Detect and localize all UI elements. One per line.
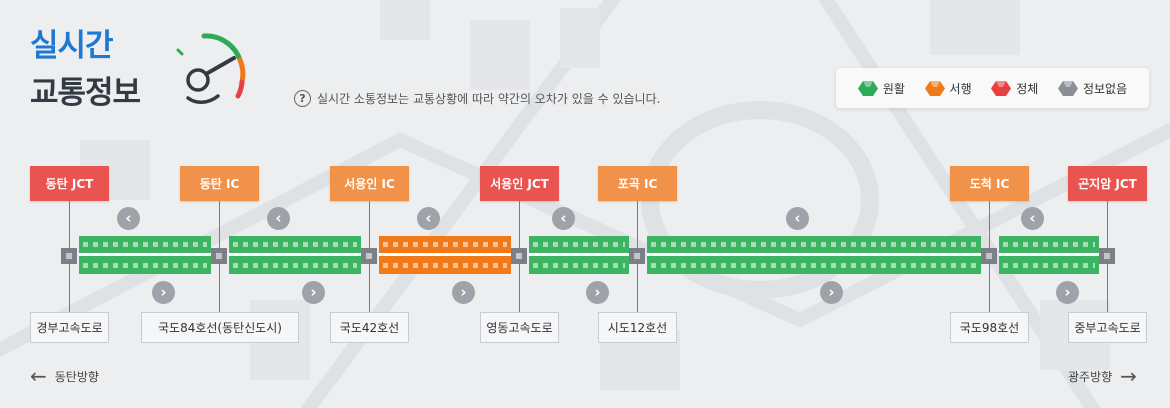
- connected-road-jungbu[interactable]: 중부고속도로: [1068, 312, 1147, 343]
- interchange-gonjiam-jct[interactable]: 곤지암 JCT: [1068, 166, 1147, 201]
- interchange-node: [61, 248, 77, 264]
- legend-congested-icon: [991, 80, 1012, 96]
- chevron-left-icon[interactable]: ‹: [117, 207, 140, 230]
- road-segment-3[interactable]: [379, 236, 511, 274]
- legend-item-smooth: 원활: [857, 80, 905, 97]
- connected-road-route42[interactable]: 국도42호선: [330, 312, 409, 343]
- arrow-right-icon: →: [1120, 364, 1137, 388]
- legend-label: 서행: [949, 81, 972, 96]
- road-segment-2[interactable]: [229, 236, 361, 274]
- chevron-right-icon[interactable]: ›: [586, 281, 609, 304]
- connected-road-route84[interactable]: 국도84호선(동탄신도시): [141, 312, 299, 343]
- legend-label: 정체: [1016, 81, 1039, 96]
- connected-road-yeongdong[interactable]: 영동고속도로: [480, 312, 559, 343]
- interchange-node: [361, 248, 377, 264]
- legend-smooth-icon: [857, 80, 878, 96]
- direction-left: ← 동탄방향: [30, 366, 99, 386]
- legend: 원활 서행 정체 정보없음: [836, 68, 1149, 108]
- interchange-node: [511, 248, 527, 264]
- interchange-node: [211, 248, 227, 264]
- chevron-left-icon[interactable]: ‹: [786, 207, 809, 230]
- connected-road-gyeongbu[interactable]: 경부고속도로: [30, 312, 109, 343]
- chevron-right-icon[interactable]: ›: [1056, 281, 1079, 304]
- road-segment-6[interactable]: [999, 236, 1099, 274]
- direction-left-label: 동탄방향: [54, 369, 99, 384]
- chevron-left-icon[interactable]: ‹: [417, 207, 440, 230]
- interchange-docheok-ic[interactable]: 도척 IC: [950, 166, 1029, 201]
- interchange-dongtan-jct[interactable]: 동탄 JCT: [30, 166, 109, 201]
- chevron-left-icon[interactable]: ‹: [552, 207, 575, 230]
- interchange-dongtan-ic[interactable]: 동탄 IC: [180, 166, 259, 201]
- interchange-node: [981, 248, 997, 264]
- direction-right-label: 광주방향: [1068, 369, 1113, 384]
- chevron-left-icon[interactable]: ‹: [267, 207, 290, 230]
- road-segment-4[interactable]: [529, 236, 629, 274]
- notice-text: ? 실시간 소통정보는 교통상황에 따라 약간의 오차가 있을 수 있습니다.: [294, 88, 660, 108]
- page-title-line2: 교통정보: [30, 75, 141, 111]
- direction-right: 광주방향 →: [1068, 366, 1137, 386]
- chevron-right-icon[interactable]: ›: [152, 281, 175, 304]
- legend-item-congested: 정체: [991, 80, 1038, 97]
- legend-slow-icon: [924, 80, 945, 96]
- interchange-pogok-ic[interactable]: 포곡 IC: [598, 166, 677, 201]
- chevron-right-icon[interactable]: ›: [820, 281, 843, 304]
- connected-road-route98[interactable]: 국도98호선: [950, 312, 1029, 343]
- page-title-line1: 실시간: [30, 28, 114, 64]
- connected-road-city12[interactable]: 시도12호선: [598, 312, 677, 343]
- legend-label: 원활: [882, 81, 905, 96]
- legend-label: 정보없음: [1082, 81, 1128, 96]
- interchange-seoyongin-ic[interactable]: 서용인 IC: [330, 166, 409, 201]
- legend-item-slow: 서행: [924, 80, 972, 97]
- legend-item-no-info: 정보없음: [1057, 80, 1128, 97]
- interchange-node: [1099, 248, 1115, 264]
- chevron-left-icon[interactable]: ‹: [1021, 207, 1044, 230]
- chevron-right-icon[interactable]: ›: [302, 281, 325, 304]
- chevron-right-icon[interactable]: ›: [452, 281, 475, 304]
- arrow-left-icon: ←: [30, 364, 47, 388]
- notice-label: 실시간 소통정보는 교통상황에 따라 약간의 오차가 있을 수 있습니다.: [317, 91, 661, 106]
- interchange-node: [629, 248, 645, 264]
- help-icon: ?: [294, 89, 311, 107]
- speedometer-icon: [176, 33, 246, 104]
- interchange-seoyongin-jct[interactable]: 서용인 JCT: [480, 166, 559, 201]
- road-segment-1[interactable]: [79, 236, 211, 274]
- legend-no-info-icon: [1057, 80, 1078, 96]
- road-segment-5[interactable]: [647, 236, 981, 274]
